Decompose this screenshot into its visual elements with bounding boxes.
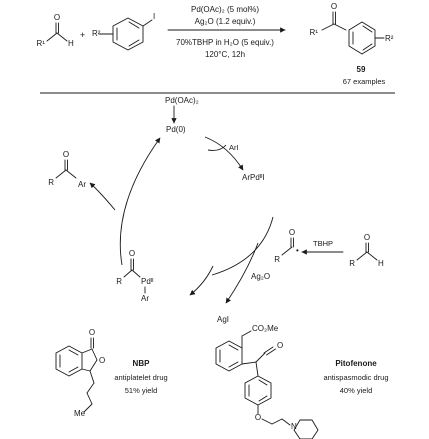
nbp-name: NBP: [133, 359, 151, 368]
aldehyde-r1-label: R¹: [37, 39, 46, 48]
aldehyde-substrate-h: H: [378, 259, 384, 268]
acylpd-pd: Pdᴵᴵ: [141, 277, 153, 286]
arpd-label: ArPdᴵᴵI: [242, 173, 265, 182]
pitofenone-ether-oxygen: O: [255, 413, 261, 422]
pitofenone-structure: CO₂Me O O N: [215, 324, 319, 439]
pitofenone-ketone-oxygen: O: [277, 341, 283, 350]
pitofenone-description: antispasmodic drug: [323, 373, 388, 382]
examples-count: 67 examples: [343, 77, 386, 86]
ag2o-label: Ag₂O: [251, 272, 270, 281]
product-r2-label: R²: [385, 34, 394, 43]
condition-catalyst: Pd(OAc)₂ (5 mol%): [191, 5, 259, 14]
pitofenone-name: Pitofenone: [335, 359, 377, 368]
reductive-elimination-arc: [119, 137, 161, 266]
reaction-conditions: Pd(OAc)₂ (5 mol%) Ag₂O (1.2 equiv.) 70%T…: [167, 5, 286, 59]
precatalyst-label: Pd(OAc)₂: [165, 96, 199, 105]
acyl-radical: O R •: [274, 228, 299, 264]
ketone-product: O R¹ R² 59 67 examples: [310, 2, 394, 86]
nbp-structure: O O Me: [55, 328, 105, 418]
plus-sign: +: [80, 30, 85, 40]
acylpd-oxygen: O: [129, 249, 135, 258]
aldehyde-oxygen-label: O: [54, 13, 60, 22]
nbp-ring-oxygen: O: [99, 356, 105, 365]
acylpd-ar: Ar: [141, 294, 149, 303]
catalytic-cycle-arrows: [89, 136, 274, 304]
ari-label: ArI: [229, 143, 239, 152]
aldehyde-reactant: O R¹ H: [37, 13, 74, 48]
aldehyde-substrate-oxygen: O: [364, 233, 370, 242]
acyl-radical-oxygen: O: [289, 228, 295, 237]
ari-feed-line: [207, 144, 227, 151]
aryl-iodide-reactant: I R²: [92, 12, 155, 51]
ketone-output: O R Ar: [48, 150, 86, 189]
acylpd-r: R: [116, 277, 122, 286]
acyl-radical-dot: •: [296, 246, 299, 255]
ketone-output-ar: Ar: [78, 180, 86, 189]
transmetalation-arc: [211, 216, 274, 276]
nbp-methyl: Me: [74, 409, 86, 418]
nbp-description: antiplatelet drug: [114, 373, 167, 382]
tbhp-label: TBHP: [313, 239, 333, 248]
acylpalladium-intermediate: O R Pdᴵᴵ Ar: [116, 249, 153, 303]
nbp-yield: 51% yield: [125, 386, 158, 395]
aryl-iodine-label: I: [153, 12, 155, 21]
oxidative-addition-arc: [204, 136, 244, 171]
aldehyde-substrate-r: R: [349, 259, 355, 268]
condition-oxidant: Ag₂O (1.2 equiv.): [195, 17, 256, 26]
agi-release-arc: [225, 242, 259, 304]
pitofenone-ester: CO₂Me: [252, 324, 279, 333]
agi-label: AgI: [217, 315, 229, 324]
ketone-release-arc: [89, 182, 116, 211]
pd0-label: Pd(0): [166, 125, 186, 134]
nbp-carbonyl-oxygen: O: [89, 328, 95, 337]
aldehyde-h-label: H: [68, 39, 74, 48]
compound-number: 59: [357, 65, 366, 74]
condition-temperature-time: 120°C, 12h: [205, 50, 245, 59]
acylpd-arc: [189, 265, 214, 296]
aryl-r2-label: R²: [92, 29, 101, 38]
condition-tbhp: 70%TBHP in H₂O (5 equiv.): [176, 38, 274, 47]
product-oxygen-label: O: [331, 2, 337, 11]
ketone-output-r: R: [48, 178, 54, 187]
acyl-radical-r: R: [274, 255, 280, 264]
pitofenone-nitrogen: N: [291, 422, 297, 431]
product-r1-label: R¹: [310, 28, 319, 37]
aldehyde-substrate: O R H: [349, 233, 384, 268]
ketone-output-oxygen: O: [63, 150, 69, 159]
pitofenone-yield: 40% yield: [340, 386, 373, 395]
